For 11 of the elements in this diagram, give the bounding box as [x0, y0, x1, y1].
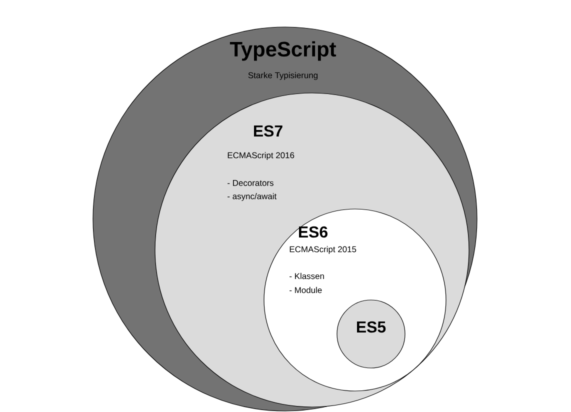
heading: ES5 [357, 321, 386, 333]
subtitle: Starke Typisierung [248, 72, 318, 80]
subtitle: ECMAScript 2015 [290, 246, 356, 254]
heading: ES7 [254, 125, 282, 137]
list-item: - Klassen [290, 272, 324, 280]
heading: ES6 [299, 226, 328, 238]
list-item: - Module [290, 286, 322, 294]
list-item: - async/await [228, 193, 277, 201]
list-item: - Decorators [228, 180, 274, 186]
heading: TypeScript [230, 41, 336, 61]
subtitle: ECMAScript 2016 [228, 152, 294, 160]
